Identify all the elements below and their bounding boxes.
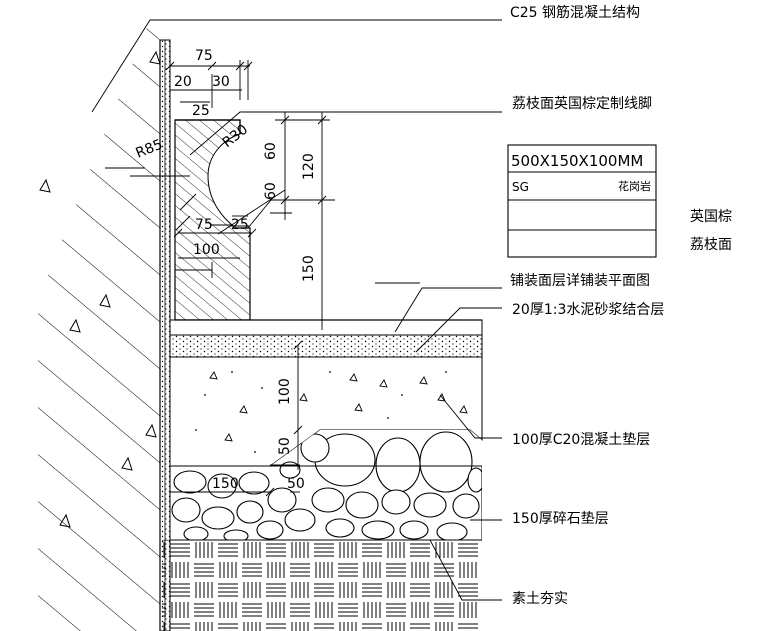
label-soil: 素土夯实 — [512, 591, 568, 607]
dim-60-a: 60 — [263, 142, 279, 160]
label-concrete: 100厚C20混凝土垫层 — [512, 432, 650, 448]
dim-25-mid: 25 — [231, 217, 249, 233]
spec-size: 500X150X100MM — [511, 152, 643, 170]
label-mortar: 20厚1:3水泥砂浆结合层 — [512, 302, 664, 318]
dim-100-v: 100 — [277, 378, 293, 405]
dim-60-b: 60 — [263, 182, 279, 200]
dim-20: 20 — [174, 74, 192, 90]
dim-150-v: 150 — [301, 255, 317, 282]
gravel-layer — [170, 430, 482, 540]
dimension-lines — [105, 40, 335, 497]
label-gravel: 150厚碎石垫层 — [512, 511, 609, 527]
dim-30: 30 — [212, 74, 230, 90]
label-structure: C25 钢筋混凝土结构 — [510, 4, 640, 21]
spec-code: SG — [512, 180, 529, 194]
leader-lines — [91, 19, 502, 601]
spec-material: 花岗岩 — [618, 179, 651, 193]
dim-100-mid: 100 — [193, 242, 220, 258]
dim-75-mid: 75 — [195, 217, 213, 233]
spec-table — [507, 144, 657, 258]
compacted-soil — [162, 540, 482, 631]
spec-note-line1: 英国棕 — [690, 208, 732, 225]
dim-50-b: 50 — [287, 476, 305, 492]
label-paving-ref: 铺装面层详铺装平面图 — [510, 273, 650, 289]
label-skirting: 荔枝面英国棕定制线脚 — [512, 95, 652, 112]
structure-wall — [38, 20, 171, 631]
dim-150-h: 150 — [212, 476, 239, 492]
dim-75-top: 75 — [195, 48, 213, 64]
spec-note-line2: 荔枝面 — [690, 237, 732, 253]
dim-120: 120 — [301, 153, 317, 180]
dim-25-top: 25 — [192, 103, 210, 119]
dim-50-a: 50 — [277, 437, 293, 455]
mortar-layer — [169, 319, 483, 358]
